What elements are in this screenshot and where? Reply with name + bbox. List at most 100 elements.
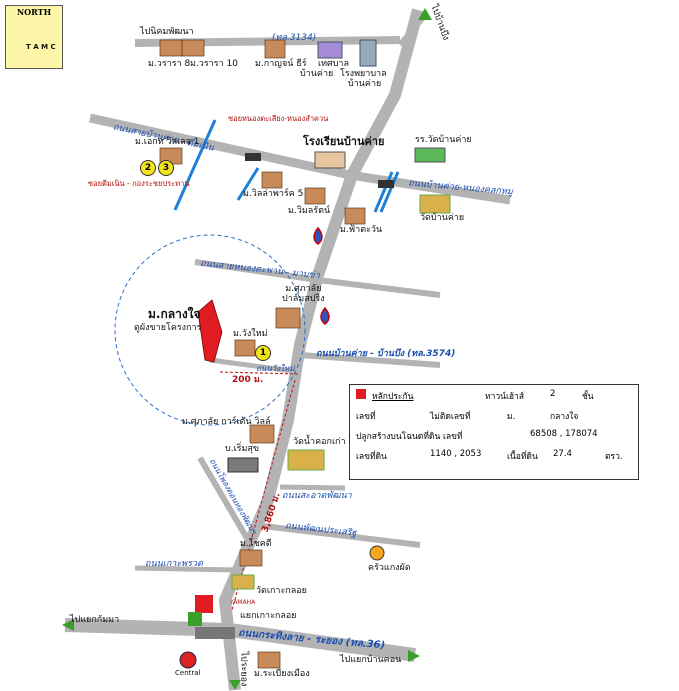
distance-200: 200 ม.: [232, 375, 264, 385]
direction-ban-khlong: ไปแยกบ้านคอน: [340, 655, 402, 665]
canal-east-1: [373, 171, 394, 213]
house-icon: [261, 171, 283, 189]
badge-3: 3: [158, 160, 174, 176]
place-klang-jai: ม.กลางใจ: [148, 307, 201, 321]
honda-sign: [195, 595, 213, 613]
info-row-land: เลขที่ดิน 1140 , 2053 เนื้อที่ดิน 27.4 ต…: [350, 447, 638, 463]
place-project-office: ดูผังขายโครงการ: [134, 323, 202, 333]
road-sa-at: [279, 484, 346, 491]
road-3574: [299, 352, 441, 368]
place-villapark: ม.วิลล่าพาร์ค 5: [243, 189, 304, 199]
bridge-2: [378, 180, 394, 188]
road-phatthana-prasert: [254, 522, 421, 548]
deed-label: ปลูกสร้างบนโฉนดที่ดิน เลขที่: [356, 432, 463, 442]
gas-station-icon: [313, 226, 323, 245]
place-krua: ครัวแกงผัด: [368, 563, 411, 573]
floors-value: 2: [550, 389, 556, 399]
temple-building: [419, 194, 451, 214]
central-logo: [179, 651, 197, 669]
gas-station-icon-2: [320, 306, 330, 325]
road-label-ko-phrut: ถนนเกาะพรวด: [145, 559, 203, 569]
main-road: [219, 8, 424, 691]
road-label-wang-mai: ถนนวังใหม่: [256, 364, 295, 373]
moo-label: ม.: [507, 412, 516, 422]
house-icon: [257, 651, 281, 669]
info-row-type: หลักประกัน ทาวน์เฮ้าส์ 2 ชั้น: [350, 387, 638, 403]
deed-value: 68508 , 178074: [530, 429, 598, 439]
direction-rayong: ไประยอง: [238, 651, 249, 687]
house-icon: [239, 549, 263, 567]
badge-2: 2: [140, 160, 156, 176]
floors-unit: ชั้น: [582, 392, 594, 402]
badge-1: 1: [255, 345, 271, 361]
area-value: 27.4: [553, 449, 572, 459]
place-wimonrat: ม.วิมลรัตน์: [288, 206, 331, 216]
road-ko-phrut: [134, 565, 236, 573]
krua-icon: [369, 545, 385, 561]
legend-label: หลักประกัน: [372, 392, 414, 402]
place-wat-nam-khok: วัดน้ำคอกเก่า: [293, 437, 346, 447]
road-phlong: [197, 456, 251, 542]
house-icon: [181, 39, 205, 57]
road-label-3134: (ทล.3134): [272, 33, 317, 43]
collateral-info-box: หลักประกัน ทาวน์เฮ้าส์ 2 ชั้น เลขที่ ไม่…: [349, 384, 639, 480]
arrow-east-hwy: [408, 650, 420, 662]
house-no-value: ไม่ติดเลขที่: [430, 412, 471, 422]
temple-building-3: [231, 574, 255, 590]
house-icon: [264, 39, 286, 59]
type-label: ทาวน์เฮ้าส์: [485, 392, 525, 402]
market-building: [227, 457, 259, 473]
wat-school-building: [414, 147, 446, 163]
place-rabiang: ม.ระเบียงเมือง: [254, 669, 310, 679]
place-kanchana: ม.กาญจน์ ธีร์: [255, 59, 307, 69]
temple-building-2: [287, 449, 325, 471]
house-no-label: เลขที่: [356, 412, 376, 422]
moo-value: กลางใจ: [550, 412, 579, 422]
house-icon: [159, 39, 183, 57]
school-building: [314, 151, 346, 169]
note-soi-tim-noen: ซอยตีมเนิน - กองระชยประทาน: [88, 179, 190, 188]
hospital-building: [359, 39, 377, 67]
north-logo-text: T A M C: [26, 43, 56, 51]
canal-mid: [236, 167, 260, 201]
bridge-1: [245, 153, 261, 161]
place-chokdee: ม.โชคดี: [240, 539, 272, 549]
place-wat-school: รร.วัดบ้านค่าย: [415, 135, 472, 145]
place-suphalai-garden: ม.ศุภาลัย การ์เด้น วิลล์: [182, 417, 271, 427]
road-ban-khai-tim-noen: [89, 113, 511, 205]
place-wat-ban-khai: วัดบ้านค่าย: [420, 213, 465, 223]
direction-nikhom: ไปนิคมพัฒนา: [140, 27, 194, 37]
canal-east-2: [379, 171, 400, 213]
place-yamaha: YAMAHA: [230, 599, 256, 606]
north-indicator: NORTH T A M C: [5, 5, 63, 69]
municipality-building: [317, 41, 343, 59]
road-label-sa-at: ถนนสะอาดพัฒนา: [282, 491, 352, 501]
house-icon: [304, 187, 326, 205]
info-row-deed: ปลูกสร้างบนโฉนดที่ดิน เลขที่ 68508 , 178…: [350, 427, 638, 443]
info-row-house: เลขที่ ไม่ติดเลขที่ ม. กลางใจ: [350, 407, 638, 423]
bridge-3: [195, 627, 235, 639]
house-icon: [234, 339, 256, 357]
place-thetsaban: เทศบาล: [318, 59, 350, 69]
land-no-value: 1140 , 2053: [430, 449, 482, 459]
shop-sign: [188, 612, 202, 626]
place-fah-wan: ม.ฟ้าตะวัน: [340, 225, 383, 235]
arrow-west-hwy: [62, 619, 74, 631]
road-label-3574: ถนนบ้านค่าย - บ้านบึง (ทล.3574): [316, 349, 456, 359]
north-label: NORTH: [16, 7, 52, 17]
road-wang-mai: [209, 357, 301, 375]
collateral-block: [197, 299, 223, 363]
area-unit: ตรว.: [605, 452, 623, 462]
legend-swatch: [356, 389, 366, 399]
note-soi-nong-som: ซอยหนองตะเสียง-หนองสำควน: [228, 114, 329, 123]
land-no-label: เลขที่ดิน: [356, 452, 387, 462]
place-school: โรงเรียนบ้านค่าย: [303, 135, 385, 148]
place-ban-khai-2: บ้านค่าย: [348, 79, 382, 89]
area-label: เนื้อที่ดิน: [507, 452, 538, 462]
place-worara8: ม.วรารา 8: [148, 59, 191, 69]
road-nong-taphan: [194, 259, 441, 298]
place-roem-suk: บ.เริ่มสุข: [225, 444, 260, 454]
place-wang-mai-village: ม.วังใหม่: [233, 329, 268, 339]
place-wat-ko-kloi: วัดเกาะกลอย: [256, 586, 307, 596]
place-ban-khai-1: บ้านค่าย: [300, 69, 334, 79]
